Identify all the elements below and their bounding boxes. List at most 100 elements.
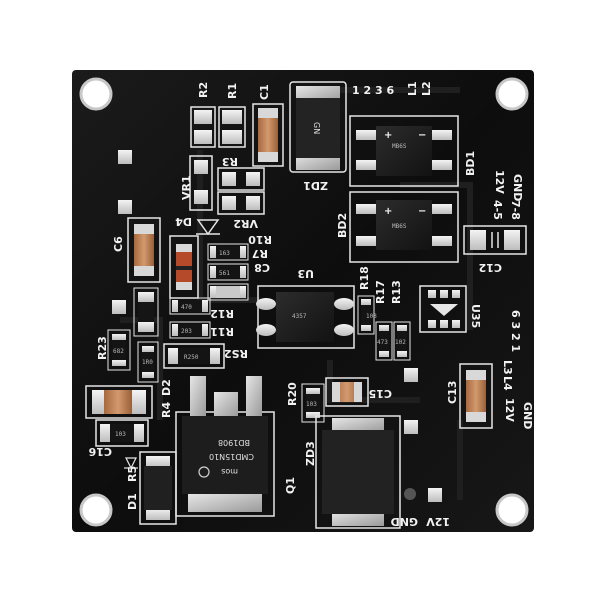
svg-text:163: 163 — [219, 250, 230, 257]
resistor-r20: 103 — [301, 383, 325, 423]
svg-text:−: − — [418, 206, 426, 217]
svg-text:L3: L3 — [501, 360, 514, 375]
svg-text:VR1: VR1 — [180, 175, 193, 200]
svg-text:R5: R5 — [126, 466, 139, 482]
vias-middle — [404, 368, 442, 502]
capacitor-c16 — [85, 385, 153, 419]
resistor-r1 — [218, 106, 246, 148]
svg-text:BD2: BD2 — [336, 213, 349, 238]
mosfet-q1: mos CMD15N10 BD1908 — [175, 376, 275, 517]
diode-zd1: GN — [289, 81, 347, 173]
svg-text:C12: C12 — [479, 261, 502, 274]
svg-text:R20: R20 — [286, 382, 299, 406]
svg-text:R2: R2 — [197, 82, 210, 98]
svg-text:D4: D4 — [175, 215, 192, 228]
svg-text:103: 103 — [115, 431, 126, 438]
capacitor-c12 — [463, 225, 527, 255]
svg-text:L2: L2 — [420, 81, 433, 96]
svg-text:R7: R7 — [252, 247, 268, 260]
svg-text:470: 470 — [181, 304, 192, 311]
resistor-cluster-lower: 470 203 R250 — [163, 297, 225, 369]
svg-text:103: 103 — [366, 313, 377, 320]
svg-text:473: 473 — [377, 339, 388, 346]
svg-text:R11: R11 — [210, 325, 234, 338]
pins-top-label: 1 2 3 6 — [352, 84, 394, 97]
svg-text:R250: R250 — [184, 354, 199, 361]
svg-text:U3: U3 — [297, 267, 314, 280]
svg-text:R10: R10 — [248, 233, 272, 246]
svg-text:R1: R1 — [226, 83, 239, 99]
varistor-vr2 — [217, 191, 265, 215]
svg-text:103: 103 — [306, 401, 317, 408]
svg-text:203: 203 — [181, 328, 192, 335]
svg-text:C13: C13 — [446, 381, 459, 404]
svg-text:C1: C1 — [258, 84, 271, 100]
q1-brand: mos — [221, 467, 238, 476]
resistor-cluster-middle: 163 561 — [207, 243, 249, 301]
svg-text:C6: C6 — [112, 236, 125, 252]
bd2-marking: MB6S — [392, 223, 407, 230]
svg-text:GND: GND — [521, 402, 534, 429]
svg-text:102: 102 — [395, 339, 406, 346]
capacitor-c1 — [252, 103, 284, 167]
resistor-r5: 103 — [95, 419, 149, 447]
ic-u3: 4357 — [256, 285, 355, 349]
svg-text:Q1: Q1 — [284, 477, 297, 494]
svg-text:C8: C8 — [254, 261, 270, 274]
svg-text:+: + — [384, 130, 392, 141]
svg-text:U35: U35 — [469, 304, 482, 328]
resistor-r18-r17: 473 102 — [357, 295, 411, 361]
svg-text:−: − — [418, 130, 426, 141]
svg-text:12V: 12V — [503, 398, 516, 422]
bridge-bd2: MB6S + − — [349, 191, 459, 263]
svg-text:682: 682 — [113, 348, 124, 355]
svg-text:RS2: RS2 — [224, 347, 248, 360]
svg-text:1R0: 1R0 — [142, 359, 153, 366]
svg-text:GND: GND — [511, 174, 524, 201]
svg-text:R4: R4 — [160, 402, 173, 418]
svg-text:D1: D1 — [126, 493, 139, 510]
capacitor-c13 — [459, 363, 493, 429]
u3-marking: 4357 — [292, 313, 307, 320]
svg-text:R3: R3 — [222, 155, 238, 168]
svg-text:R12: R12 — [210, 307, 234, 320]
zd1-marking: GN — [312, 122, 321, 134]
mounting-holes — [79, 77, 529, 527]
svg-text:VR2: VR2 — [233, 217, 258, 230]
svg-text:L1: L1 — [406, 81, 419, 96]
svg-text:R13: R13 — [390, 280, 403, 304]
capacitor-c15 — [325, 377, 369, 407]
svg-text:ZD1: ZD1 — [303, 179, 328, 192]
svg-text:4-5: 4-5 — [491, 200, 504, 220]
svg-text:561: 561 — [219, 270, 230, 277]
svg-text:L4: L4 — [501, 376, 514, 391]
svg-text:C16: C16 — [88, 445, 112, 458]
left-small-parts: 682 1R0 — [107, 287, 159, 383]
diode-d4 — [169, 235, 199, 299]
svg-text:6 3 2 1: 6 3 2 1 — [509, 310, 522, 352]
vias-left — [112, 150, 132, 314]
varistor-vr1 — [189, 155, 213, 211]
silkscreen-labels: R2 R1 C1 1 2 3 6 L1 L2 R3 VR1 VR2 ZD1 BD… — [88, 81, 534, 528]
svg-text:C15: C15 — [369, 387, 392, 400]
svg-text:+: + — [384, 206, 392, 217]
q1-part: CMD15N10 — [209, 452, 254, 461]
svg-text:12V: 12V — [426, 515, 450, 528]
ic-u35 — [419, 285, 467, 333]
diode-symbol-d4 — [196, 219, 220, 236]
capacitor-c6 — [127, 217, 161, 283]
diode-zd3 — [315, 415, 401, 529]
svg-text:7-8: 7-8 — [509, 200, 522, 220]
svg-text:R18: R18 — [358, 266, 371, 290]
svg-text:R23: R23 — [96, 336, 109, 360]
svg-text:BD1: BD1 — [464, 151, 477, 176]
bridge-bd1: MB6S + − — [349, 115, 459, 187]
svg-text:R17: R17 — [374, 280, 387, 304]
resistor-r2 — [190, 106, 216, 148]
resistor-r3 — [217, 167, 265, 191]
bd1-marking: MB6S — [392, 143, 407, 150]
q1-code: BD1908 — [218, 438, 250, 447]
svg-text:12V: 12V — [493, 170, 506, 194]
svg-text:ZD3: ZD3 — [304, 441, 317, 466]
